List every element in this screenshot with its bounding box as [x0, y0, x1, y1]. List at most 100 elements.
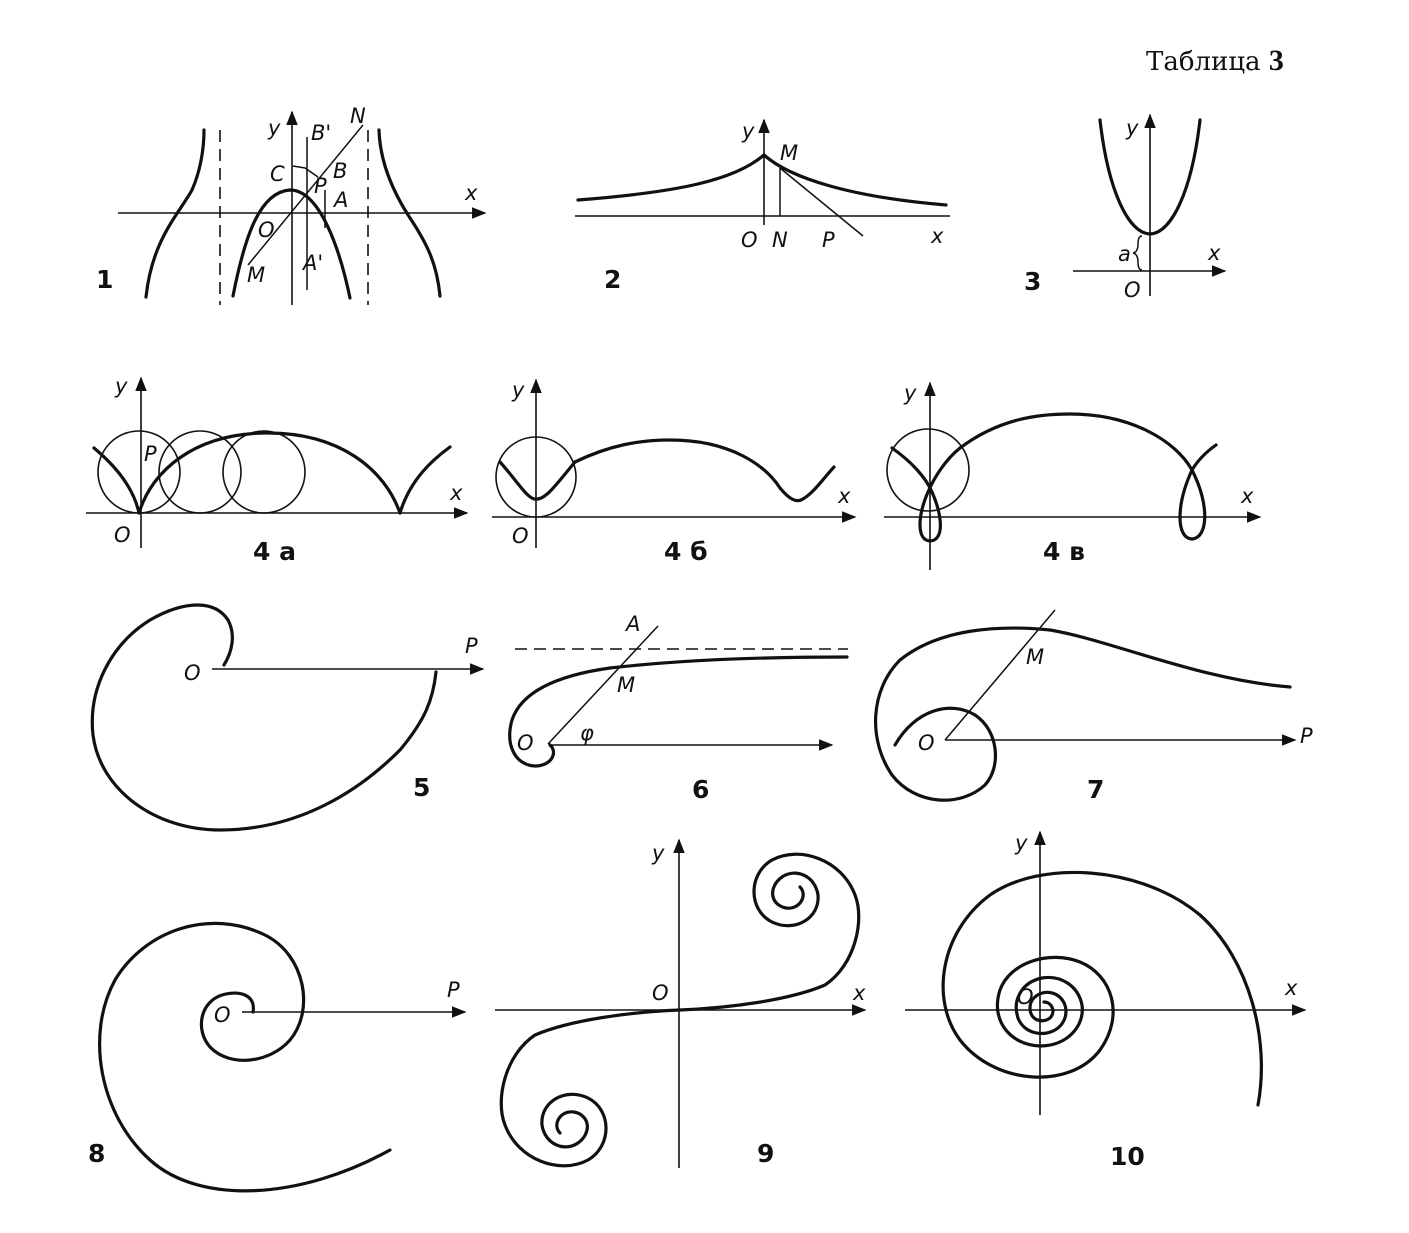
- fig3-label-o: O: [1124, 278, 1141, 302]
- fig7-caption: 7: [1087, 775, 1104, 804]
- fig1-line-cp: [292, 165, 319, 178]
- fig4v-label-x: x: [1240, 484, 1254, 508]
- fig7-label-o: O: [918, 731, 935, 755]
- fig4a-label-y: y: [114, 374, 128, 398]
- fig4a-label-p: P: [144, 442, 157, 466]
- fig2-label-y: y: [741, 119, 755, 143]
- fig10-label-x: x: [1284, 976, 1298, 1000]
- fig2-label-o: O: [741, 228, 758, 252]
- fig4a-rolling-circle-1: [97, 430, 181, 514]
- figure-6: A M O φ 6: [508, 612, 849, 804]
- fig4v-label-y: y: [903, 381, 917, 405]
- fig1-label-n: N: [350, 104, 366, 128]
- fig1-line-mn: [247, 124, 364, 266]
- table-title-number: 3: [1268, 44, 1284, 77]
- fig4a-label-x: x: [449, 481, 463, 505]
- fig1-label-c: C: [270, 162, 285, 186]
- figure-4a: y P x O 4 а: [86, 374, 469, 566]
- fig1-label-y: y: [267, 116, 281, 140]
- fig4b-arch: [573, 438, 782, 490]
- fig7-label-p: P: [1300, 724, 1313, 748]
- fig1-label-m: M: [247, 263, 265, 287]
- fig9-label-o: O: [652, 981, 669, 1005]
- table-title: Таблица 3: [1146, 44, 1284, 78]
- fig4b-trough-left: [498, 460, 577, 501]
- fig4a-rolling-circle-2: [158, 430, 242, 514]
- fig3-label-y: y: [1125, 116, 1139, 140]
- fig5-spiral: [90, 603, 438, 832]
- figure-2: y M O N P x 2: [575, 118, 950, 294]
- fig8-spiral: [98, 921, 392, 1193]
- fig7-radius-line: [944, 609, 1056, 741]
- fig6-caption: 6: [692, 775, 709, 804]
- fig9-spiral-lower: [499, 1008, 682, 1168]
- fig10-label-o: O: [1017, 985, 1034, 1009]
- figure-4v: y x 4 в: [884, 381, 1262, 570]
- fig6-label-a: A: [624, 612, 640, 636]
- fig2-label-m: M: [780, 141, 798, 165]
- figure-4b: y x O 4 б: [492, 378, 857, 566]
- fig7-spiral: [874, 626, 1292, 802]
- fig4a-arch-main: [137, 431, 402, 515]
- fig2-label-p: P: [822, 228, 835, 252]
- fig4a-rolling-circle-3: [222, 430, 306, 514]
- fig2-label-n: N: [772, 228, 788, 252]
- fig10-caption: 10: [1110, 1142, 1145, 1171]
- fig4a-arch-left: [92, 446, 141, 515]
- fig4v-caption: 4 в: [1043, 537, 1085, 566]
- figure-10: y x O 10: [905, 830, 1307, 1171]
- fig6-label-o: O: [517, 731, 534, 755]
- fig1-label-a-prime: A': [301, 251, 323, 275]
- fig10-label-y: y: [1014, 831, 1028, 855]
- fig9-caption: 9: [757, 1139, 774, 1168]
- fig9-label-y: y: [651, 841, 665, 865]
- fig6-radius-line: [547, 625, 659, 745]
- fig2-caption: 2: [604, 265, 621, 294]
- fig2-tangent-mp: [779, 167, 864, 237]
- fig4b-label-y: y: [511, 378, 525, 402]
- fig5-label-o: O: [184, 661, 201, 685]
- fig4b-caption: 4 б: [664, 537, 708, 566]
- fig3-label-x: x: [1207, 241, 1221, 265]
- fig8-caption: 8: [88, 1139, 105, 1168]
- fig1-branch-middle: [231, 188, 352, 300]
- fig1-label-b-prime: B': [311, 121, 331, 145]
- fig7-label-m: M: [1026, 645, 1044, 669]
- fig9-label-x: x: [852, 981, 866, 1005]
- fig1-label-p: P: [314, 174, 327, 198]
- figure-5: O P 5: [90, 603, 485, 832]
- fig8-label-o: O: [214, 1003, 231, 1027]
- fig3-brace-a: [1132, 235, 1143, 271]
- fig6-lituus: [508, 655, 849, 768]
- fig4a-arch-right: [398, 445, 452, 515]
- fig1-label-a: A: [332, 188, 348, 212]
- fig5-label-p: P: [465, 634, 478, 658]
- fig1-branch-right: [377, 128, 442, 298]
- fig6-label-m: M: [617, 673, 635, 697]
- figure-1: y x B' N C B P A O M A' 1: [96, 104, 487, 305]
- fig1-label-x: x: [464, 181, 478, 205]
- figure-7: M O P 7: [874, 609, 1313, 804]
- fig9-spiral-upper: [678, 852, 861, 1012]
- fig10-spiral: [941, 870, 1263, 1107]
- figure-9: y O x 9: [495, 838, 867, 1168]
- fig4b-trough-right: [778, 465, 836, 503]
- fig4b-label-x: x: [837, 484, 851, 508]
- fig3-catenary: [1098, 118, 1202, 236]
- fig4v-arch-and-loop-right: [958, 412, 1218, 541]
- fig4v-rolling-circle: [886, 428, 970, 512]
- fig3-label-a: a: [1118, 242, 1131, 266]
- table-title-label: Таблица: [1146, 47, 1261, 77]
- fig1-label-o: O: [258, 218, 275, 242]
- fig6-label-phi: φ: [580, 721, 594, 745]
- fig2-curve-left: [576, 153, 766, 202]
- fig1-caption: 1: [96, 265, 113, 294]
- fig1-branch-left: [144, 128, 206, 299]
- fig1-label-b: B: [333, 159, 347, 183]
- fig4v-loop-left: [890, 446, 962, 543]
- fig2-curve-right: [762, 153, 948, 207]
- figure-8: O P 8: [88, 921, 467, 1193]
- fig4b-rolling-circle: [495, 436, 577, 518]
